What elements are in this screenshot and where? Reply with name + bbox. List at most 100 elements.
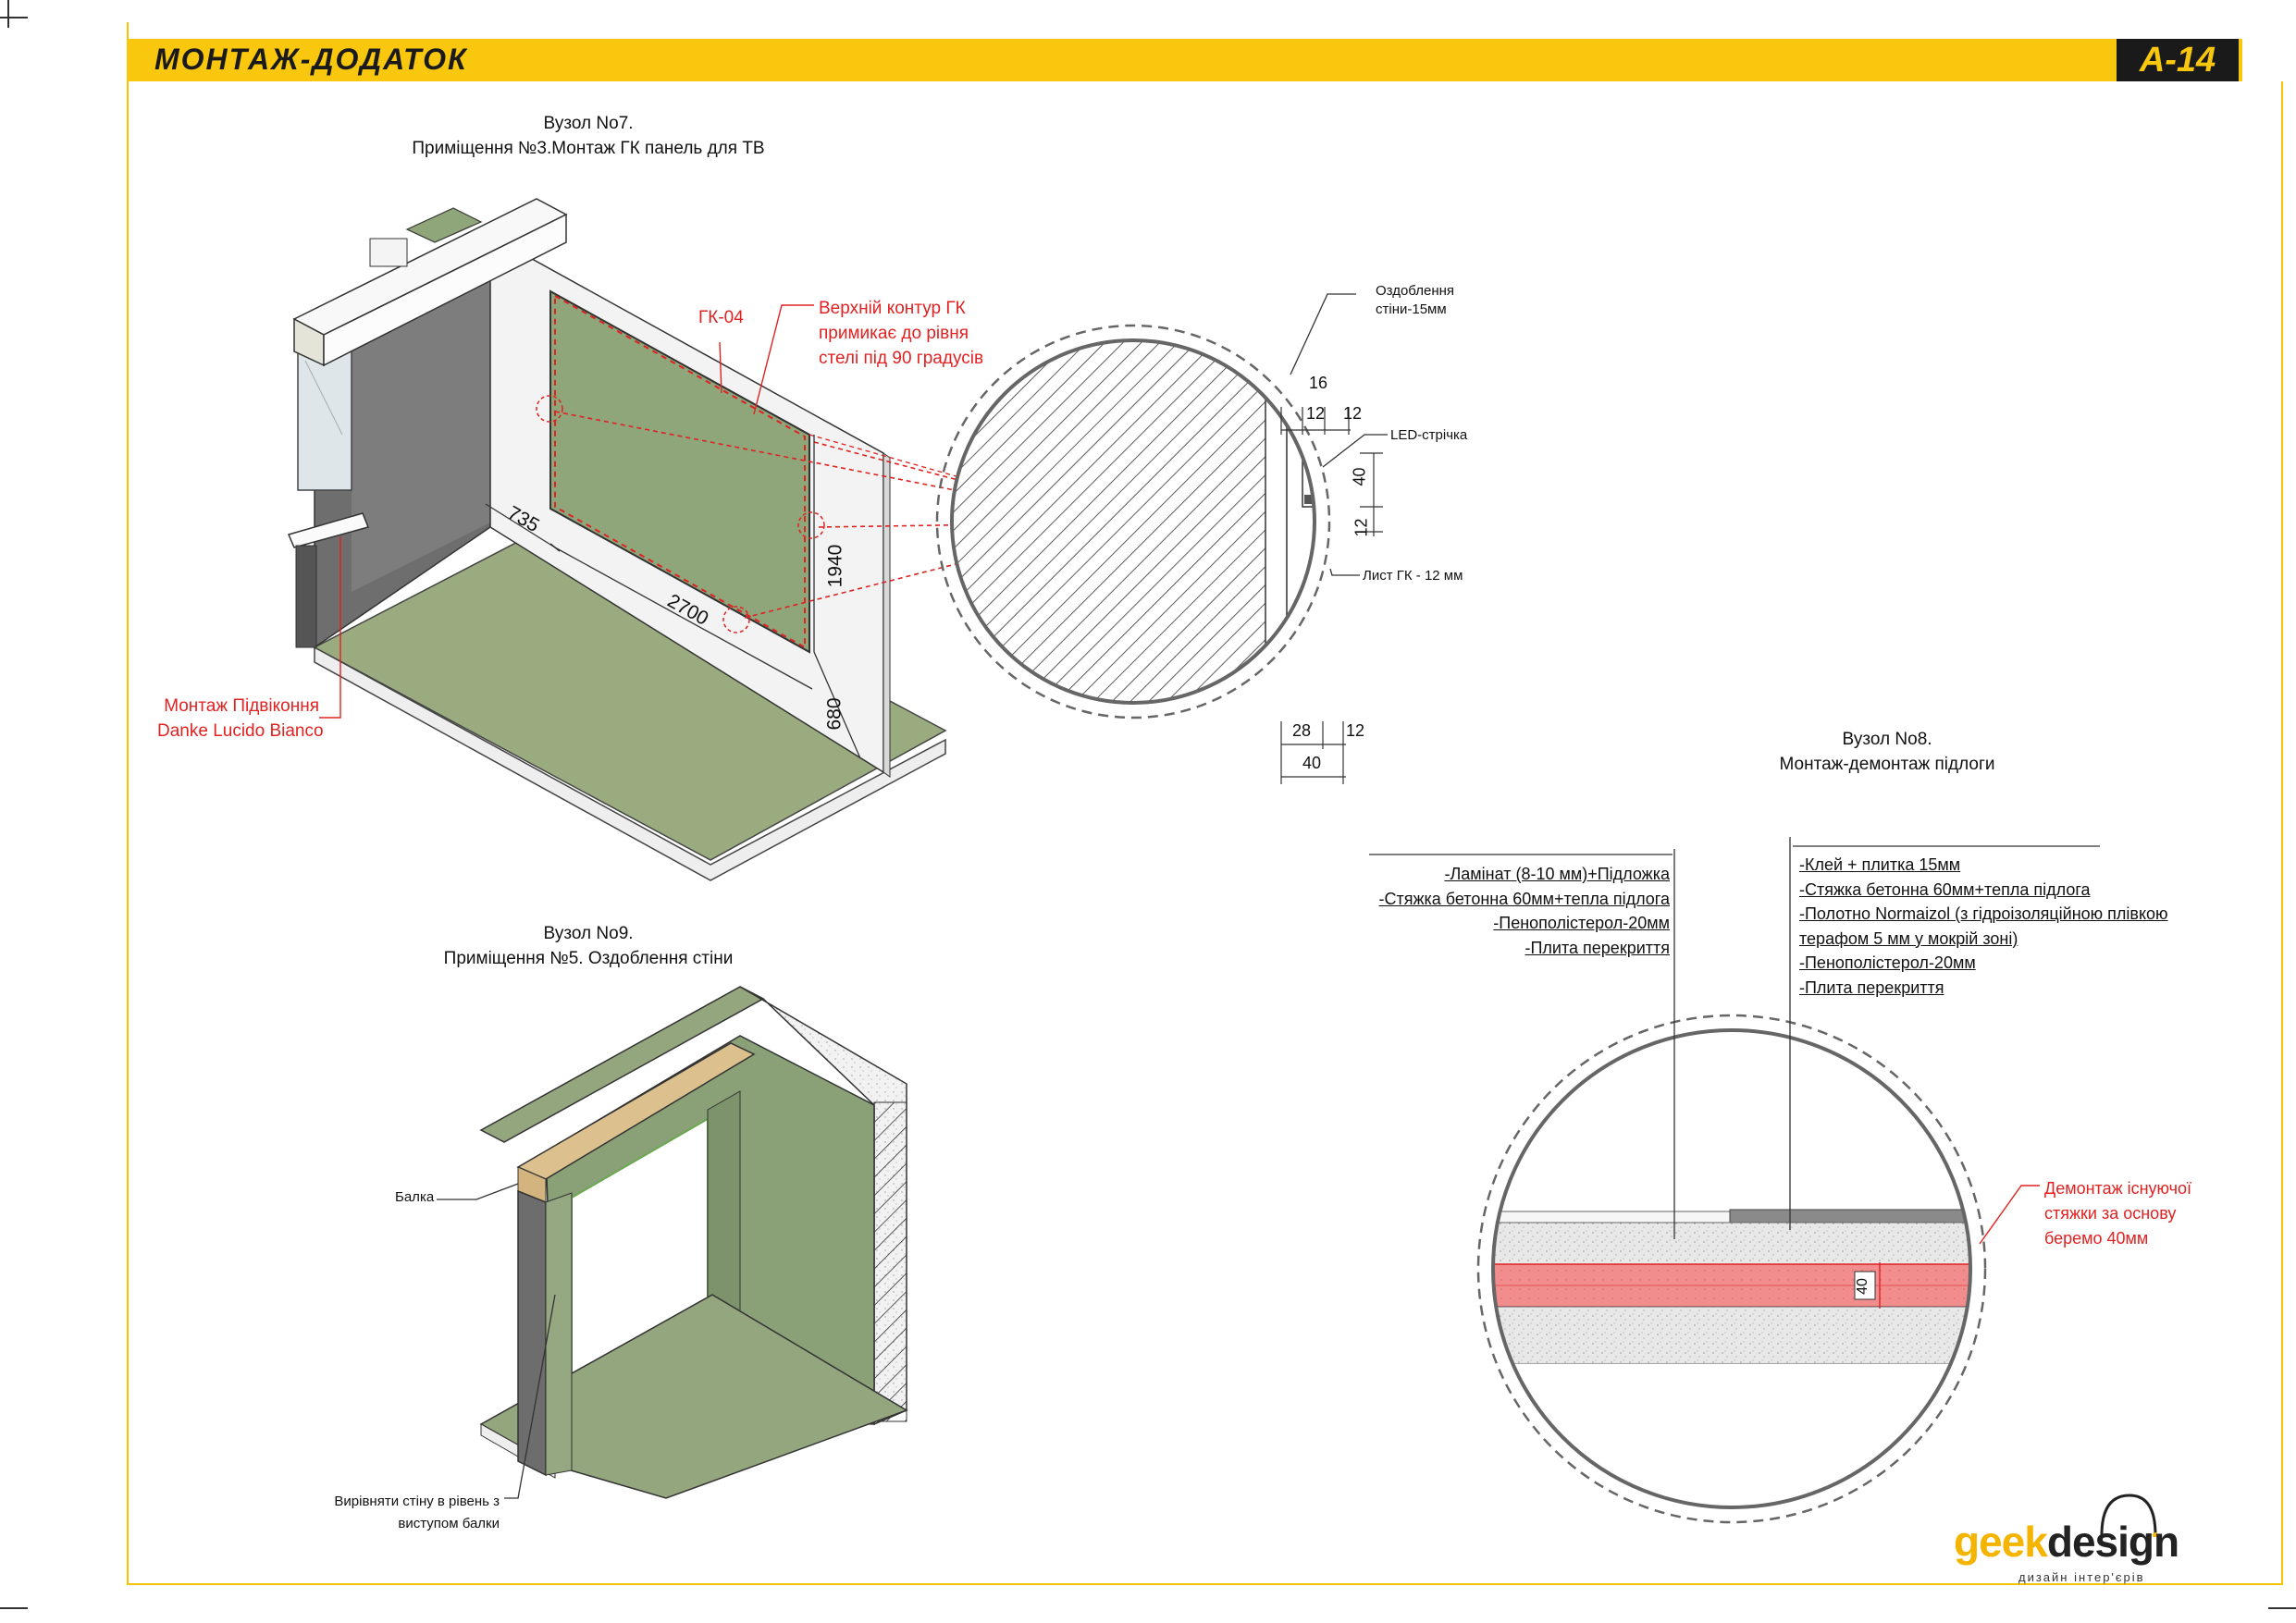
note-top-line1: Верхній контур ГК <box>819 299 966 318</box>
note-demolish-line3: беремо 40мм <box>2044 1229 2149 1248</box>
node8-title: Вузол No8. Монтаж-демонтаж підлоги <box>1656 727 2118 777</box>
gk-sheet <box>1323 453 1339 731</box>
logo-wordmark: geekdesign <box>1954 1517 2179 1567</box>
right-spec-5: -Пенополістерол-20мм <box>1799 953 1976 972</box>
label-beam: Балка <box>395 1189 435 1205</box>
label-led: LED-стрічка <box>1390 427 1468 443</box>
note-sill: Монтаж Підвіконня Danke Lucido Bianco <box>157 694 324 744</box>
dim-top-16: 16 <box>1309 374 1328 392</box>
layer-void <box>1493 1364 1970 1507</box>
masonry-wall <box>952 340 1265 703</box>
note-demolish: Демонтаж існуючої стяжки за основу берем… <box>2044 1176 2191 1251</box>
note-top-line3: стелі під 90 градусів <box>819 349 984 368</box>
lower-wall-left <box>295 545 317 648</box>
finish-layer <box>1265 340 1288 703</box>
callout-circle-mid <box>797 511 825 539</box>
left-spec-1: -Ламінат (8-10 мм)+Підложка <box>1444 865 1670 883</box>
dim-bottom-12: 12 <box>1346 721 1365 740</box>
gk04-label: ГК-04 <box>698 308 744 327</box>
geekdesign-logo: geekdesign дизайн інтер'єрів <box>1954 1494 2179 1591</box>
header-bar: МОНТАЖ-ДОДАТОК <box>127 39 2242 81</box>
logo-design: design <box>2046 1518 2179 1566</box>
gk-panel <box>549 289 810 654</box>
dim-680: 680 <box>823 697 846 731</box>
floor-slab-edge <box>314 646 946 881</box>
right-spec-6: -Плита перекриття <box>1799 977 1944 997</box>
node9-title-line1: Вузол No9. <box>543 924 634 943</box>
chimney <box>369 238 408 267</box>
logo-lamp-icon <box>2100 1494 2157 1537</box>
node9-title: Вузол No9. Приміщення №5. Оздоблення сті… <box>357 921 820 971</box>
node8-title-line1: Вузол No8. <box>1842 730 1932 749</box>
callout-circle-bottom <box>722 606 750 633</box>
logo-tagline: дизайн інтер'єрів <box>2018 1570 2145 1584</box>
left-spec-4: -Плита перекриття <box>1524 938 1671 957</box>
node8-title-line2: Монтаж-демонтаж підлоги <box>1779 755 1995 774</box>
floor-surface <box>313 522 947 861</box>
node8-left-spec: -Ламінат (8-10 мм)+Підложка -Стяжка бето… <box>1277 862 1670 960</box>
note-sill-line2: Danke Lucido Bianco <box>157 721 324 741</box>
logo-geek: geek <box>1954 1518 2048 1566</box>
led-strip <box>1304 495 1315 504</box>
note-demolish-line2: стяжки за основу <box>2044 1204 2177 1223</box>
node8-circle-outer <box>1476 1014 1987 1524</box>
right-spec-1: -Клей + плитка 15мм <box>1799 855 1961 874</box>
node7-room-drawing <box>287 198 1120 881</box>
callout-circle-top <box>536 395 563 423</box>
layer-tile-right <box>1729 1209 1970 1223</box>
note-top-line2: примикає до рівня <box>819 324 969 343</box>
label-align-line2: виступом балки <box>398 1516 500 1531</box>
sheet-number-box: А-14 <box>2117 39 2239 81</box>
node7-detail-circle <box>935 293 1388 784</box>
leader-gk04 <box>719 341 722 394</box>
dim-side-12: 12 <box>1352 518 1371 537</box>
node9-title-line2: Приміщення №5. Оздоблення стіни <box>443 949 734 968</box>
node7-title-line1: Вузол No7. <box>543 114 634 133</box>
layer-slab <box>1493 1306 1970 1365</box>
label-finish-line2: стіни-15мм <box>1376 301 1447 317</box>
dim-top-12b: 12 <box>1343 404 1363 423</box>
frame-right <box>2281 81 2283 1585</box>
detail-circle-inner <box>950 338 1316 705</box>
node7-title: Вузол No7. Приміщення №3.Монтаж ГК панел… <box>357 111 820 161</box>
node8-circle-inner <box>1491 1028 1972 1509</box>
node9-right-hatch <box>873 1101 907 1422</box>
sheet-title: МОНТАЖ-ДОДАТОК <box>154 43 468 76</box>
dim-bottom-28: 28 <box>1292 721 1312 740</box>
node9-wall-face <box>545 1192 573 1476</box>
dim-top-12a: 12 <box>1306 404 1326 423</box>
label-gk-sheet: Лист ГК - 12 мм <box>1363 568 1463 584</box>
node8-dim-40: 40 <box>1854 1278 1870 1295</box>
window <box>297 350 352 491</box>
dim-side-40: 40 <box>1350 467 1369 486</box>
layer-finish-left <box>1493 1211 1731 1223</box>
window-sill <box>287 512 370 548</box>
crop-mark-br <box>2268 1607 2296 1609</box>
node8-right-spec: -Клей + плитка 15мм -Стяжка бетонна 60мм… <box>1799 853 2197 1000</box>
right-spec-3: -Полотно Normaizol (з гідроізоляційною п… <box>1799 904 2168 923</box>
right-spec-2: -Стяжка бетонна 60мм+тепла підлога <box>1799 879 2091 899</box>
node9-drawing <box>437 986 908 1499</box>
crop-mark-tl-v <box>7 0 9 28</box>
right-spec-4: терафом 5 мм у мокрій зоні) <box>1799 928 2018 948</box>
label-align-line1: Вирівняти стіну в рівень з <box>334 1494 500 1509</box>
label-finish: Оздоблення стіни-15мм <box>1376 282 1454 319</box>
frame-left <box>127 22 129 1585</box>
node7-title-line2: Приміщення №3.Монтаж ГК панель для ТВ <box>412 139 765 158</box>
label-finish-line1: Оздоблення <box>1376 283 1455 299</box>
detail-circle-outer <box>935 324 1331 719</box>
back-wall-edge <box>883 452 891 778</box>
leader-sill <box>319 536 341 719</box>
ceiling-beam-side <box>323 213 567 367</box>
layer-screed <box>1493 1222 1970 1265</box>
crop-mark-tl <box>0 17 28 18</box>
frame-bottom <box>127 1583 2283 1585</box>
node9-left-wall <box>517 1189 547 1477</box>
left-spec-3: -Пенополістерол-20мм <box>1493 914 1670 932</box>
ceiling-slab <box>405 207 483 243</box>
label-align-wall: Вирівняти стіну в рівень з виступом балк… <box>315 1491 500 1535</box>
left-spec-2: -Стяжка бетонна 60мм+тепла підлога <box>1378 889 1670 908</box>
dim-bottom-40: 40 <box>1302 754 1322 772</box>
sheet-number: А-14 <box>2139 41 2216 80</box>
